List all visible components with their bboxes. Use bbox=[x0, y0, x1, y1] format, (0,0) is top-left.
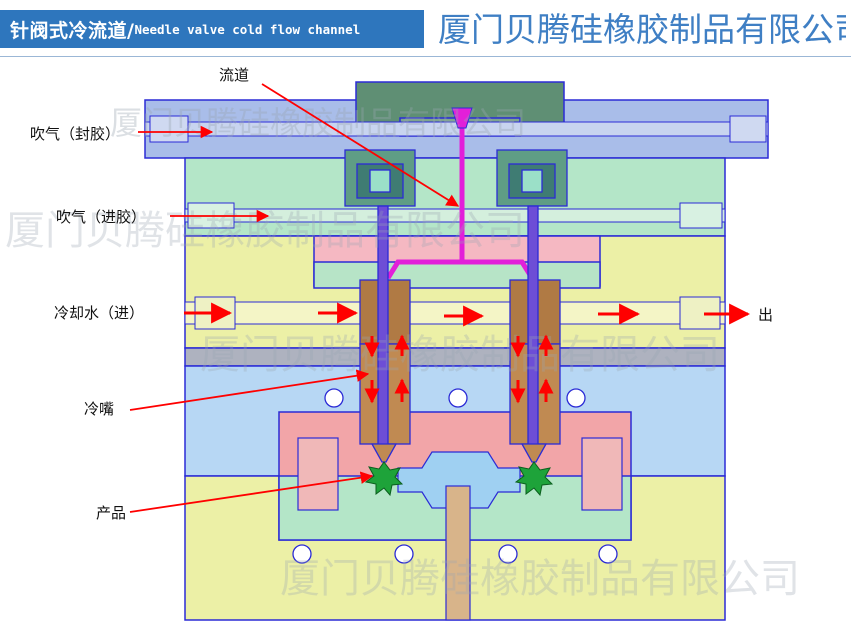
cooling-channel bbox=[184, 301, 726, 325]
label-water-in: 冷却水（进） bbox=[54, 304, 144, 322]
product-bridge bbox=[397, 451, 521, 509]
label-air-feed: 吹气（进胶） bbox=[56, 208, 146, 226]
air-port-feed-right bbox=[679, 202, 723, 229]
guide-hole bbox=[498, 544, 518, 564]
air-port-seal-right bbox=[729, 115, 767, 143]
title-english: Needle valve cold flow channel bbox=[134, 21, 361, 37]
air-port-seal-left bbox=[149, 115, 189, 143]
guide-hole bbox=[324, 388, 344, 408]
label-product: 产品 bbox=[96, 504, 126, 522]
watermark-text: 厦门贝腾硅橡胶制品有限公司 bbox=[110, 104, 526, 142]
label-water-out: 出 bbox=[758, 306, 773, 324]
title-chinese: 针阀式冷流道/ bbox=[10, 19, 135, 42]
label-cold-nozzle: 冷嘴 bbox=[84, 400, 114, 418]
header-divider bbox=[0, 56, 851, 57]
valve-cylinder-left bbox=[344, 149, 416, 207]
side-pin-left bbox=[297, 437, 339, 511]
watermark-text: 厦门贝腾硅橡胶制品有限公司 bbox=[200, 332, 720, 378]
company-name: 厦门贝腾硅橡胶制品有限公司 bbox=[438, 10, 846, 49]
guide-hole bbox=[448, 388, 468, 408]
guide-holes bbox=[292, 388, 618, 564]
leader-cold-nozzle bbox=[129, 369, 370, 411]
product-part-right bbox=[514, 461, 554, 497]
ejector-pin bbox=[445, 485, 471, 621]
nozzle-right bbox=[509, 205, 561, 463]
product-part-left bbox=[364, 461, 404, 497]
guide-hole bbox=[598, 544, 618, 564]
guide-hole bbox=[394, 544, 414, 564]
runner-path bbox=[385, 120, 535, 280]
runner-inlet bbox=[451, 107, 473, 129]
label-runner: 流道 bbox=[219, 66, 249, 84]
side-pin-right bbox=[581, 437, 623, 511]
leader-product bbox=[129, 471, 374, 513]
flow-arrows bbox=[129, 83, 751, 513]
watermark-text: 厦门贝腾硅橡胶制品有限公司 bbox=[280, 556, 800, 602]
guide-hole bbox=[292, 544, 312, 564]
leader-runner bbox=[261, 83, 460, 207]
valve-cylinder-right bbox=[496, 149, 568, 207]
label-air-seal: 吹气（封胶） bbox=[30, 125, 120, 143]
title-banner: 针阀式冷流道/ Needle valve cold flow channel bbox=[0, 10, 424, 48]
guide-hole bbox=[566, 388, 586, 408]
